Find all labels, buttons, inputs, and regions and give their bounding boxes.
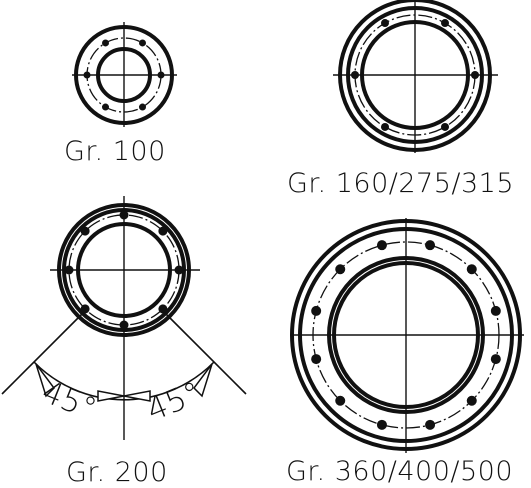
angle-label-right: 45° [142, 375, 206, 429]
bolt-hole [425, 240, 436, 251]
arrowhead [123, 390, 151, 402]
bolt-hole [119, 320, 129, 330]
bolt-hole [83, 71, 91, 79]
flange-gr-100 [72, 22, 177, 127]
bolt-hole [441, 122, 449, 131]
bolt-hole [80, 304, 90, 314]
bolt-hole [376, 240, 387, 251]
label-gr-360-400-500: Gr. 360/400/500 [286, 456, 513, 487]
bolt-hole [466, 264, 477, 275]
bolt-holes [351, 19, 479, 131]
label-gr-160-275-315: Gr. 160/275/315 [287, 168, 514, 199]
bolt-hole [174, 265, 184, 275]
arrowhead [97, 390, 125, 402]
arrowhead [35, 363, 55, 398]
label-gr-100: Gr. 100 [64, 136, 166, 167]
bolt-hole [471, 71, 479, 79]
angle-label-left: 45° [37, 374, 101, 428]
bolt-hole [466, 395, 477, 406]
bolt-hole [376, 419, 387, 430]
bolt-hole [64, 265, 74, 275]
bolt-hole [381, 19, 389, 28]
bolt-holes [311, 240, 501, 430]
bolt-hole [80, 226, 90, 236]
bolt-hole [441, 19, 449, 28]
bolt-hole [102, 103, 109, 111]
bolt-hole [335, 264, 346, 275]
dimension-line-right [162, 310, 247, 395]
bolt-hole [490, 354, 501, 365]
label-gr-200: Gr. 200 [66, 457, 168, 488]
bolt-hole [351, 71, 359, 79]
dimension-line-left [1, 310, 86, 395]
bolt-hole [102, 39, 109, 47]
bolt-hole [158, 304, 168, 314]
bolt-hole [311, 354, 322, 365]
bolt-hole [139, 103, 146, 111]
bolt-hole [139, 39, 146, 47]
bolt-hole [311, 305, 322, 316]
bolt-holes [83, 39, 165, 111]
bolt-hole [381, 122, 389, 131]
bolt-holes [64, 210, 184, 330]
bolt-hole [158, 226, 168, 236]
flange-gr-360-400-500 [290, 218, 524, 453]
bolt-hole [335, 395, 346, 406]
bolt-hole [490, 305, 501, 316]
bolt-hole [157, 71, 165, 79]
arrowhead [193, 363, 213, 398]
flange-gr-200 [1, 196, 247, 440]
flange-gr-160-275-315 [333, 0, 498, 153]
dimension-arc [33, 361, 215, 401]
bolt-hole [425, 419, 436, 430]
bolt-hole [119, 210, 129, 220]
